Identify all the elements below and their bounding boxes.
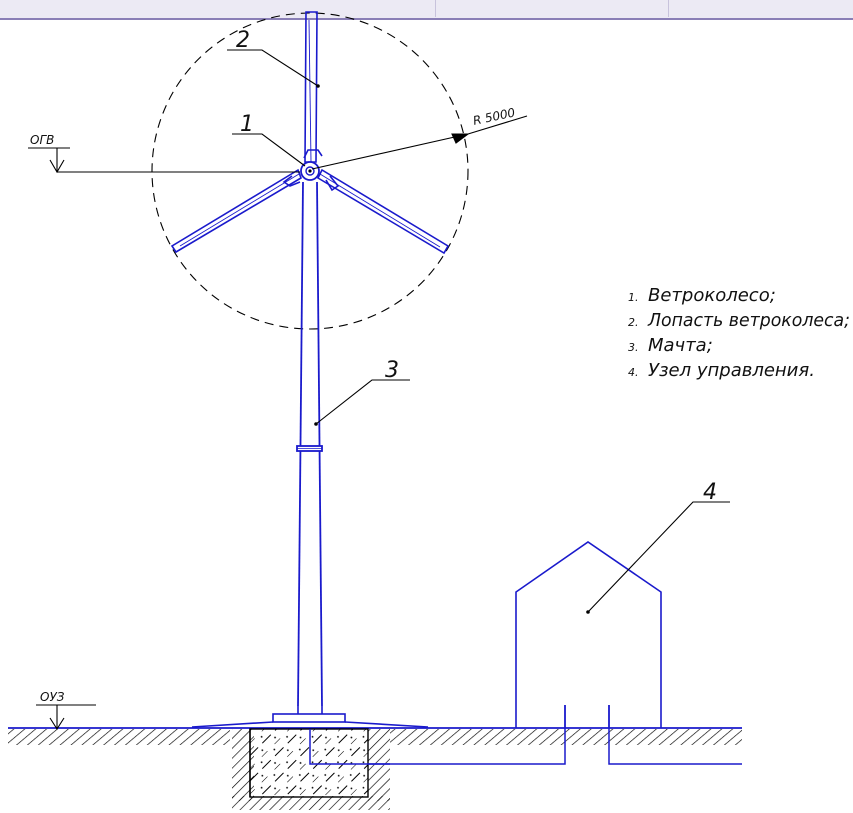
top-toolbar-strip bbox=[0, 0, 853, 20]
rotor-swept-circle bbox=[151, 12, 469, 330]
legend-item-3-text: Мачта; bbox=[648, 335, 713, 356]
toolbar-separator bbox=[435, 0, 436, 17]
ground-level-mark-label: ОУЗ bbox=[40, 690, 65, 704]
toolbar-separator bbox=[668, 0, 669, 17]
tower-base bbox=[191, 706, 429, 728]
blade-right bbox=[316, 168, 450, 255]
ground-surface bbox=[8, 727, 742, 745]
tower-mast bbox=[296, 181, 323, 707]
legend-item-4-text: Узел управления. bbox=[648, 360, 815, 381]
concrete-block bbox=[249, 728, 369, 798]
foundation bbox=[232, 728, 390, 810]
blade-left bbox=[170, 168, 302, 254]
legend-item-2-text: Лопасть ветроколеса; bbox=[647, 310, 850, 331]
rotor-hub bbox=[300, 161, 320, 181]
legend-item-1-num: 1. bbox=[628, 291, 639, 304]
leader-number-1: 1 bbox=[240, 112, 254, 137]
leader-number-2: 2 bbox=[236, 28, 250, 53]
legend: 1. Ветроколесо; 2. Лопасть ветроколеса; … bbox=[628, 285, 850, 381]
legend-item-1-text: Ветроколесо; bbox=[648, 285, 776, 306]
legend-item-3-num: 3. bbox=[628, 341, 639, 354]
legend-item-2-num: 2. bbox=[628, 316, 639, 329]
top-level-mark-label: ОГВ bbox=[30, 133, 54, 147]
rotor-radius-label: R 5000 bbox=[472, 105, 517, 128]
legend-item-4-num: 4. bbox=[628, 366, 639, 379]
control-building bbox=[515, 541, 662, 728]
leader-number-4: 4 bbox=[703, 480, 717, 505]
leader-number-3: 3 bbox=[385, 358, 399, 383]
rotor-blades bbox=[170, 11, 450, 255]
leader-lines bbox=[28, 49, 730, 731]
